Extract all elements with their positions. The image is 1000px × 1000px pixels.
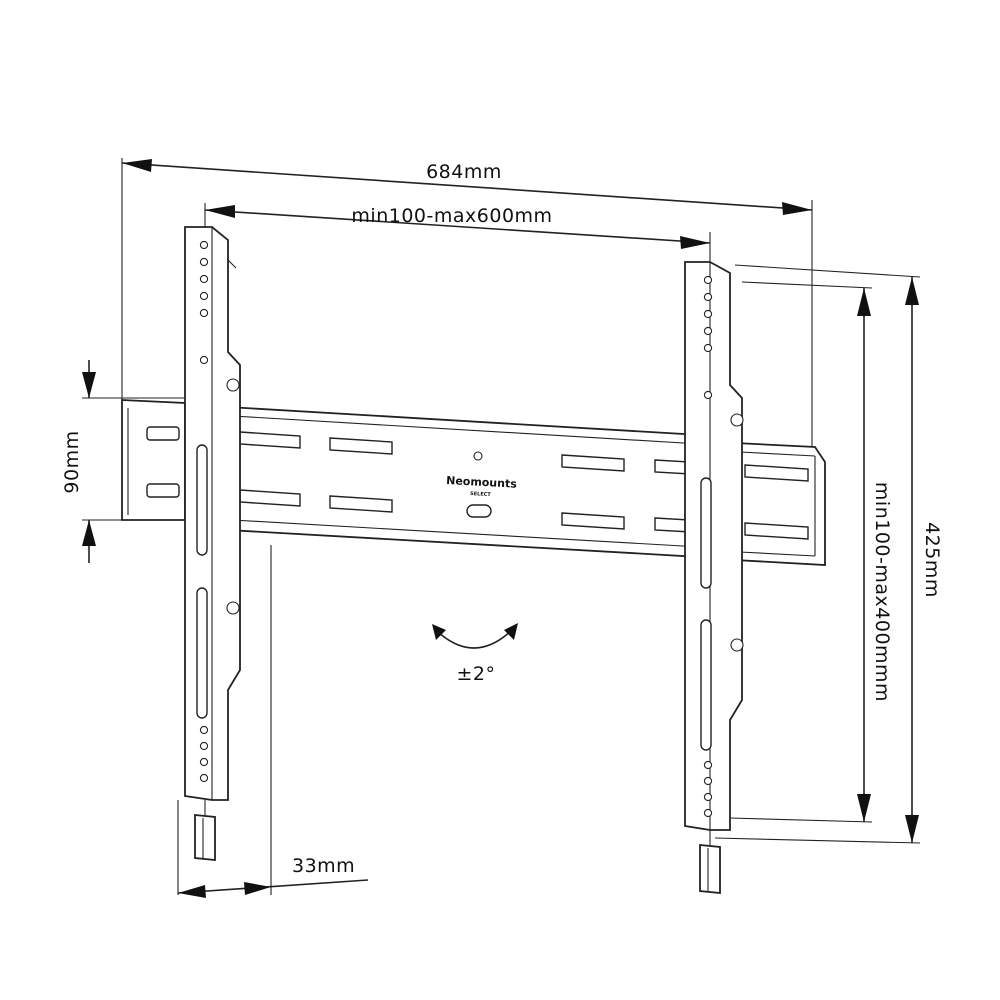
mounting-hole: [199, 291, 209, 301]
arrow-left-icon: [122, 159, 152, 172]
left-bracket-holes: [199, 240, 209, 783]
arrow-up-icon: [82, 520, 96, 546]
plate-center-hole: [473, 451, 483, 461]
rail-height-label: 90mm: [61, 430, 83, 493]
mounting-hole: [199, 773, 209, 783]
mounting-hole: [199, 725, 209, 735]
dim-overall-width: 684mm: [121, 158, 813, 447]
plate-center-slot: [466, 504, 492, 518]
mounting-hole: [703, 760, 713, 770]
arrow-up-icon: [905, 277, 919, 305]
vesa-height-label: min100-max400mmm: [871, 482, 893, 702]
mounting-hole: [199, 308, 209, 318]
mounting-hole: [703, 808, 713, 818]
arrow-left-icon: [178, 885, 206, 898]
vesa-width-label: min100-max600mm: [351, 205, 552, 227]
overall-height-label: 425mm: [921, 522, 943, 598]
brand-sub: SELECT: [470, 491, 492, 498]
mounting-hole: [703, 792, 713, 802]
right-bracket: [684, 261, 744, 894]
arrow-right-icon: [680, 236, 710, 249]
left-bracket: [184, 226, 241, 861]
arrow-left-icon: [205, 205, 235, 218]
mounting-hole: [703, 390, 713, 400]
mounting-hole: [199, 240, 209, 250]
tilt-arrow-left-icon: [432, 624, 446, 640]
arrow-down-icon: [82, 372, 96, 398]
mounting-hole: [703, 292, 713, 302]
mounting-hole: [703, 343, 713, 353]
brand-logo: Neomounts SELECT: [446, 474, 518, 498]
tilt-arrow-right-icon: [504, 623, 518, 640]
arrow-up-icon: [857, 288, 871, 316]
depth-label: 33mm: [292, 855, 355, 877]
mounting-hole: [703, 275, 713, 285]
right-bracket-holes: [703, 275, 713, 818]
dim-depth: 33mm: [177, 545, 369, 898]
arrow-down-icon: [905, 815, 919, 843]
tilt-label: ±2°: [456, 663, 495, 685]
mounting-hole: [199, 741, 209, 751]
overall-width-label: 684mm: [426, 161, 502, 183]
arrow-down-icon: [857, 794, 871, 822]
mounting-hole: [703, 326, 713, 336]
wall-plate: Neomounts SELECT: [121, 399, 826, 566]
tilt-indicator: ±2°: [432, 623, 518, 685]
mounting-hole: [199, 355, 209, 365]
arrow-right-icon: [244, 882, 271, 895]
mounting-hole: [703, 776, 713, 786]
plate-slots: [239, 431, 809, 540]
dim-rail-height: 90mm: [61, 360, 185, 563]
dim-overall-height: 425mm: [714, 264, 943, 844]
dim-vesa-width: min100-max600mm: [204, 203, 711, 262]
dim-vesa-height: min100-max400mmm: [729, 281, 893, 823]
mounting-hole: [199, 257, 209, 267]
mounting-hole: [199, 757, 209, 767]
arrow-right-icon: [782, 202, 812, 215]
mounting-hole: [703, 309, 713, 319]
mounting-hole: [199, 274, 209, 284]
brand-name: Neomounts: [446, 474, 518, 491]
